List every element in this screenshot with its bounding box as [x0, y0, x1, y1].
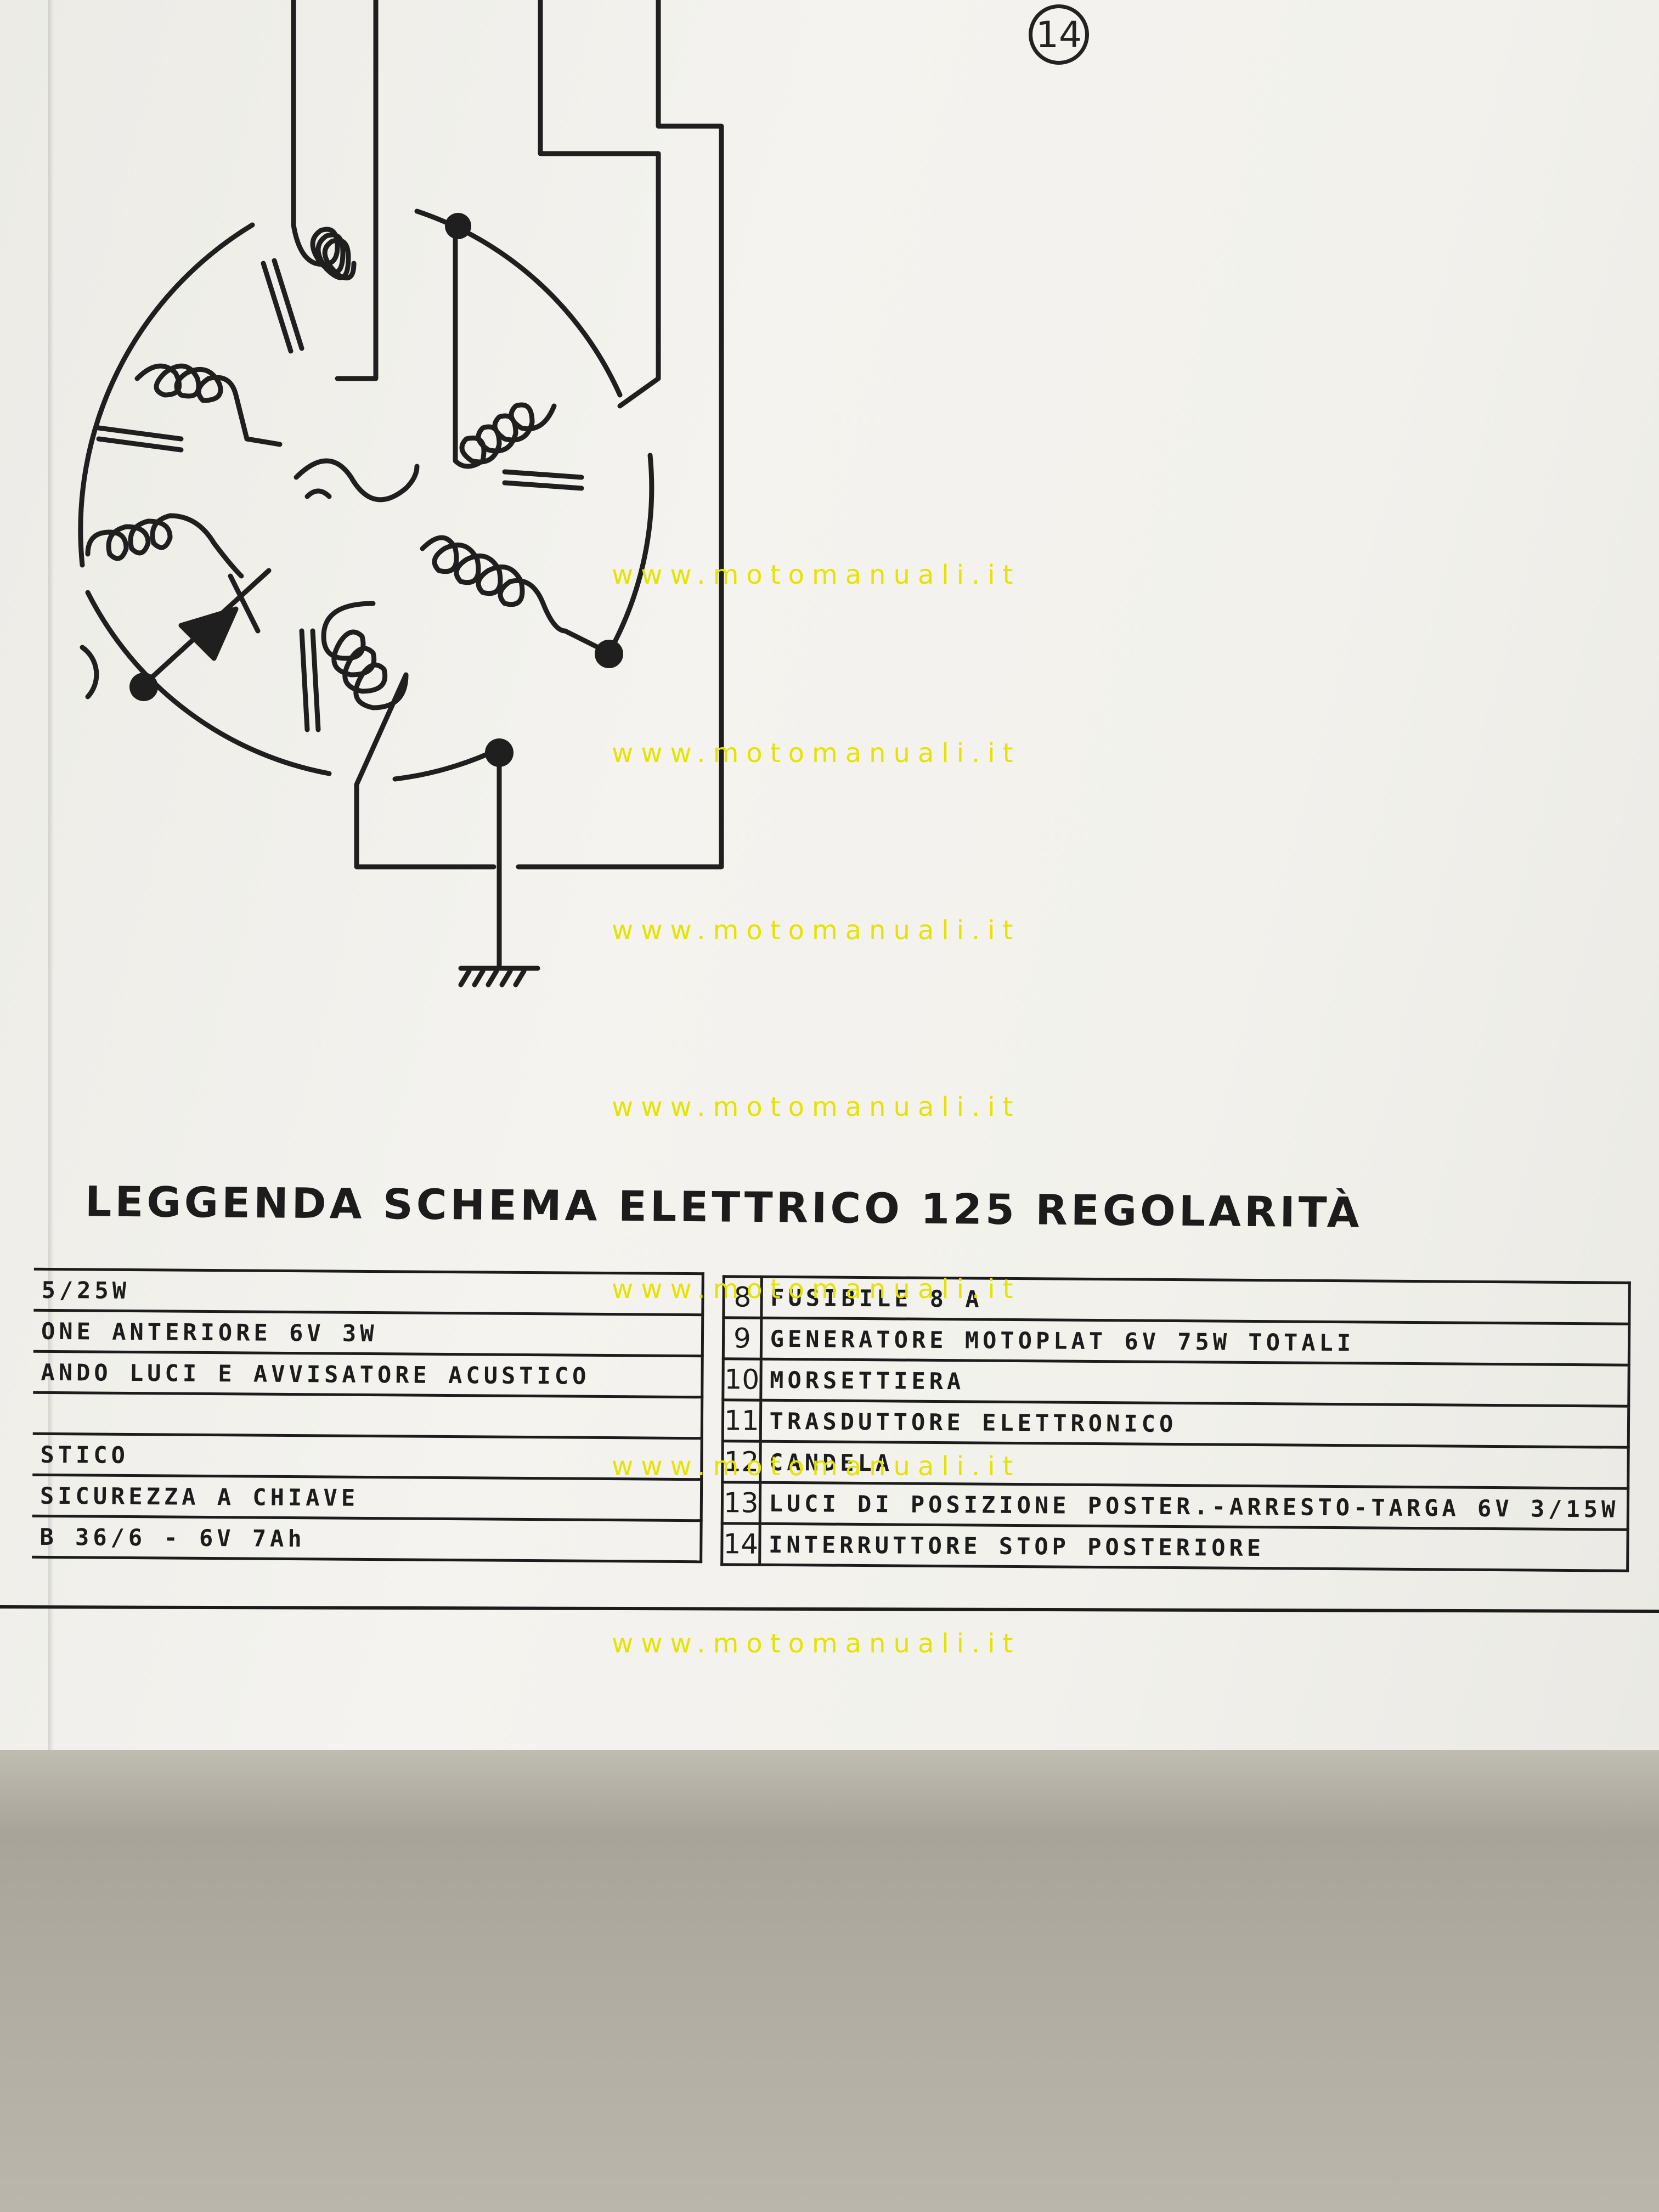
legend-row-left: SICUREZZA A CHIAVE — [32, 1475, 702, 1521]
partial-arc-left — [80, 645, 99, 699]
core-hatch-3 — [502, 469, 584, 491]
legend-item-number: 9 — [723, 1317, 761, 1359]
watermark-text: www.motomanuali.it — [612, 1274, 1021, 1305]
legend-item-label: SICUREZZA A CHIAVE — [32, 1475, 702, 1521]
stator-arc-upper-right — [414, 208, 623, 398]
legend-item-label: 5/25W — [33, 1269, 703, 1315]
junction-right — [595, 640, 623, 668]
legend-item-label — [32, 1392, 702, 1438]
page-spine-shadow — [48, 0, 54, 1756]
coil-left — [134, 363, 283, 447]
legend-item-label: STICO — [32, 1434, 702, 1480]
legend-item-number: 10 — [723, 1358, 761, 1401]
legend-item-number: 11 — [723, 1400, 761, 1442]
watermark-text: www.motomanuali.it — [612, 1451, 1021, 1482]
legend-row-left — [32, 1392, 702, 1438]
lower-loop — [354, 853, 496, 870]
table-surface — [0, 1750, 1659, 2212]
legend-item-label: INTERRUTTORE STOP POSTERIORE — [759, 1523, 1628, 1571]
stator-arc-left — [78, 222, 255, 568]
manual-page — [0, 0, 1659, 1750]
core-hatch-4 — [96, 425, 184, 453]
watermark-text: www.motomanuali.it — [612, 915, 1021, 946]
legend-item-label: ANDO LUCI E AVVISATORE ACUSTICO — [33, 1351, 703, 1397]
legend-row-left: B 36/6 - 6V 7Ah — [32, 1516, 702, 1562]
coil-center — [321, 601, 409, 859]
watermark-text: www.motomanuali.it — [612, 1628, 1021, 1659]
watermark-text: www.motomanuali.it — [612, 1092, 1021, 1122]
diode-triangle — [178, 606, 239, 661]
stator-arc-right — [606, 453, 654, 656]
legend-row-left: STICO — [32, 1434, 702, 1480]
legend-row-left: ONE ANTERIORE 6V 3W — [33, 1310, 703, 1356]
legend-item-label: GENERATORE MOTOPLAT 6V 75W TOTALI — [760, 1318, 1630, 1365]
junction-left — [129, 673, 158, 701]
lead-4 — [516, 0, 724, 870]
ground-hatch — [458, 968, 527, 988]
magnet-symbol — [294, 458, 420, 503]
legend-item-label: LUCI DI POSIZIONE POSTER.-ARRESTO-TARGA … — [759, 1482, 1629, 1530]
coil-center-right — [420, 535, 612, 656]
diode-bar — [228, 573, 261, 634]
coil-lower-left — [85, 513, 244, 579]
coil-right — [453, 228, 557, 469]
core-hatch-1 — [261, 258, 304, 354]
core-hatch-2 — [299, 628, 321, 732]
legend-item-label: B 36/6 - 6V 7Ah — [32, 1516, 702, 1562]
lead-3 — [538, 0, 661, 409]
junction-bottom — [485, 738, 514, 767]
stator-arc-lower-left — [85, 590, 332, 776]
junction-top — [445, 213, 471, 239]
watermark-text: www.motomanuali.it — [612, 560, 1021, 590]
legend-item-number: 13 — [722, 1482, 760, 1524]
watermark-text: www.motomanuali.it — [612, 738, 1021, 769]
coil-top-left — [291, 222, 357, 281]
legend-row-left: ANDO LUCI E AVVISATORE ACUSTICO — [33, 1351, 703, 1397]
wiring-diagram — [78, 0, 724, 988]
legend-item-label: MORSETTIERA — [760, 1359, 1629, 1407]
page-number: 14 — [1029, 4, 1089, 65]
legend-item-number: 14 — [721, 1523, 760, 1565]
legend-item-label: TRASDUTTORE ELETTRONICO — [760, 1400, 1629, 1448]
legend-row-left: 5/25W — [33, 1269, 703, 1315]
lead-2 — [335, 0, 379, 381]
legend-item-label: ONE ANTERIORE 6V 3W — [33, 1310, 703, 1356]
